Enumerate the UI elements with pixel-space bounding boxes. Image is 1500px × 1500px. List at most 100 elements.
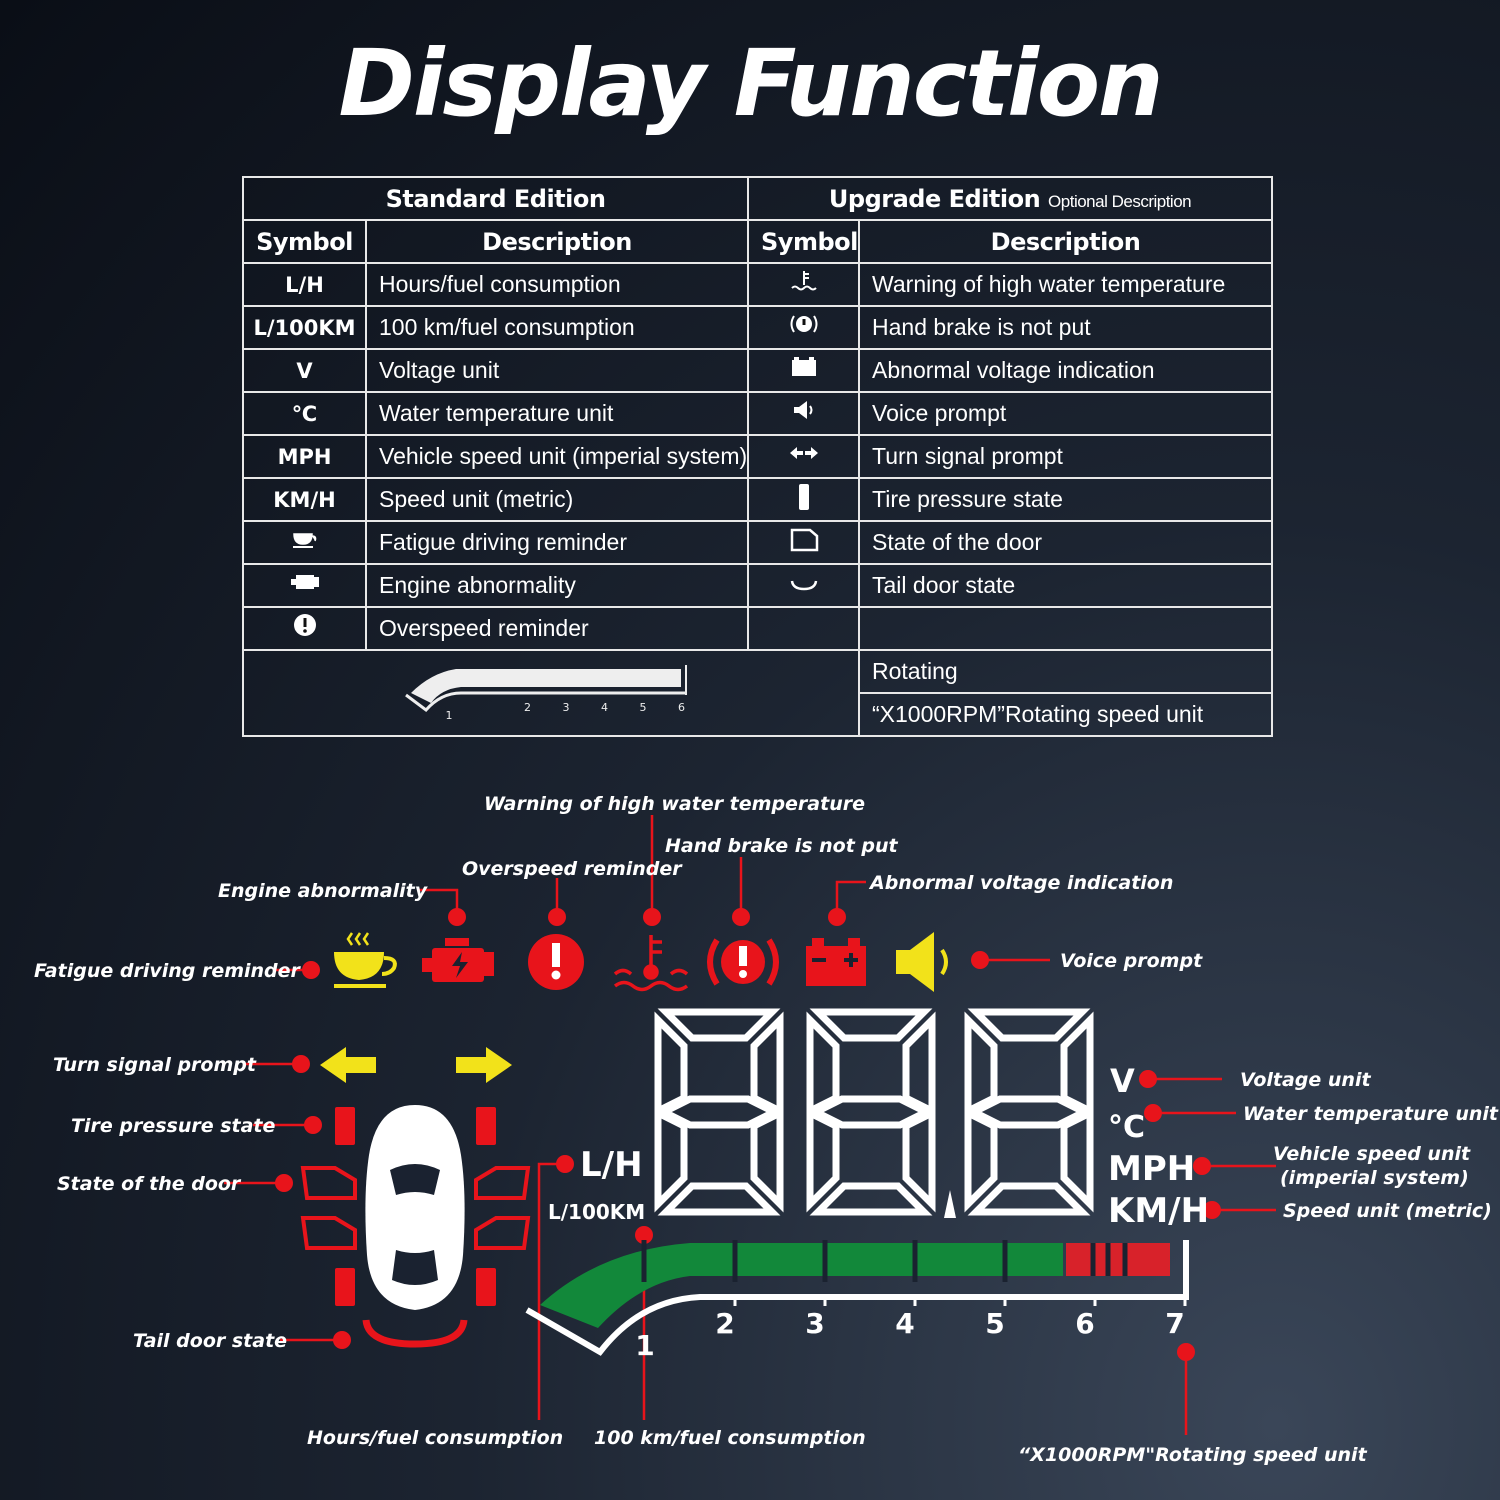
mini-gauge-tick: 5 (640, 701, 647, 714)
callout-dot (302, 961, 320, 979)
label-hand-brake: Hand brake is not put (665, 835, 899, 857)
digit-segment (750, 1011, 784, 1117)
std-symbol: L/H (242, 262, 367, 307)
symbol-header: Symbol (242, 219, 367, 264)
digit-segment (750, 1107, 784, 1213)
tire-icons (335, 1107, 496, 1306)
coffee-cup-icon (242, 520, 367, 565)
decimal-point (944, 1190, 956, 1218)
callout-dot (1193, 1157, 1211, 1175)
unit-mph: MPH (1108, 1149, 1195, 1189)
turn-signal-left-icon (320, 1047, 376, 1083)
mini-gauge-tick: 6 (678, 701, 685, 714)
label-kmh-unit: Speed unit (metric) (1283, 1200, 1492, 1222)
label-door: State of the door (57, 1173, 242, 1195)
callout-dot (548, 908, 566, 926)
std-description: Water temperature unit (364, 391, 750, 436)
label-voltage-abnormal: Abnormal voltage indication (868, 872, 1173, 894)
digit-segment (966, 1095, 1092, 1129)
callout-dot (643, 908, 661, 926)
hand-brake-icon (747, 305, 861, 350)
rpm-unit-label: “X1000RPM”Rotating speed unit (858, 692, 1274, 737)
callout-dot (333, 1331, 351, 1349)
digit-segment (967, 1008, 1091, 1042)
callout-dot (828, 908, 846, 926)
symbol-header: Symbol (747, 219, 861, 264)
hand-brake-icon (707, 938, 779, 986)
gauge-tick-label: 2 (715, 1307, 734, 1340)
std-description: Vehicle speed unit (imperial system) (364, 434, 750, 479)
label-mph-unit: Vehicle speed unit (1273, 1143, 1471, 1165)
label-hours-fuel: Hours/fuel consumption (307, 1427, 563, 1449)
label-tail-door: Tail door state (133, 1330, 287, 1352)
door-icons (300, 1166, 531, 1250)
engine-icon (422, 938, 494, 982)
digit-segment (902, 1011, 936, 1117)
speed-digits (654, 1008, 1094, 1216)
tail-door-icon (747, 563, 861, 608)
label-rpm: “X1000RPM"Rotating speed unit (1018, 1444, 1368, 1466)
battery-icon (747, 348, 861, 393)
upgrade-description: Voice prompt (858, 391, 1274, 436)
digit-segment (902, 1107, 936, 1213)
unit-celsius: °C (1108, 1110, 1145, 1145)
rpm-row: “X1000RPM”Rotating speed unit (243, 692, 1274, 737)
digit-segment (657, 1008, 781, 1042)
turn-signal-right-icon (456, 1047, 512, 1083)
std-description: Engine abnormality (364, 563, 750, 608)
turn-signal-icon (747, 434, 861, 479)
column-header-row: Symbol Description Symbol Description (242, 219, 1274, 264)
seven-segment-digit (654, 1008, 784, 1216)
label-mph-unit-sub: (imperial system) (1280, 1167, 1469, 1189)
engine-icon (242, 563, 367, 608)
callout-dot (448, 908, 466, 926)
car-icon (365, 1105, 465, 1310)
digit-segment (809, 1182, 933, 1216)
digit-segment (656, 1095, 782, 1129)
edition-header-row: Standard Edition Upgrade Edition Optiona… (241, 176, 1274, 221)
label-engine: Engine abnormality (218, 880, 429, 902)
battery-icon (806, 938, 866, 986)
callout-dot (635, 1226, 653, 1244)
std-description: Speed unit (metric) (364, 477, 750, 522)
std-symbol: L/100KM (242, 305, 367, 350)
digit-segment (809, 1008, 933, 1042)
callout-dot (732, 908, 750, 926)
digit-segment (654, 1011, 688, 1117)
coffee-cup-icon (334, 932, 397, 988)
seven-segment-digit (806, 1008, 936, 1216)
label-tire: Tire pressure state (71, 1115, 276, 1137)
label-water-temp: Warning of high water temperature (484, 793, 865, 815)
standard-edition-header: Standard Edition (241, 176, 750, 221)
optional-description: Optional Description (1048, 191, 1192, 211)
callout-dot (971, 951, 989, 969)
empty-symbol (747, 606, 861, 651)
digit-segment (806, 1011, 840, 1117)
label-turn-signal: Turn signal prompt (53, 1054, 257, 1076)
std-symbol: ℃ (242, 391, 367, 436)
gauge-tick-label: 7 (1165, 1307, 1184, 1340)
gauge-tick-label: 3 (805, 1307, 824, 1340)
digit-segment (654, 1107, 688, 1213)
upgrade-description: Warning of high water temperature (858, 262, 1274, 307)
std-symbol: KM/H (242, 477, 367, 522)
callout-lines (224, 815, 1276, 1435)
digit-segment (1060, 1107, 1094, 1213)
digit-segment (806, 1107, 840, 1213)
std-symbol: MPH (242, 434, 367, 479)
std-description: Fatigue driving reminder (364, 520, 750, 565)
digit-segment (808, 1095, 934, 1129)
digit-segment (1060, 1011, 1094, 1117)
callout-dots (275, 908, 1221, 1361)
mini-gauge-tick: 4 (601, 701, 608, 714)
gauge-tick-label: 5 (985, 1307, 1004, 1340)
mini-gauge-tick: 2 (524, 701, 531, 714)
upgrade-description: Turn signal prompt (858, 434, 1274, 479)
upgrade-edition-header: Upgrade Edition Optional Description (747, 176, 1274, 221)
